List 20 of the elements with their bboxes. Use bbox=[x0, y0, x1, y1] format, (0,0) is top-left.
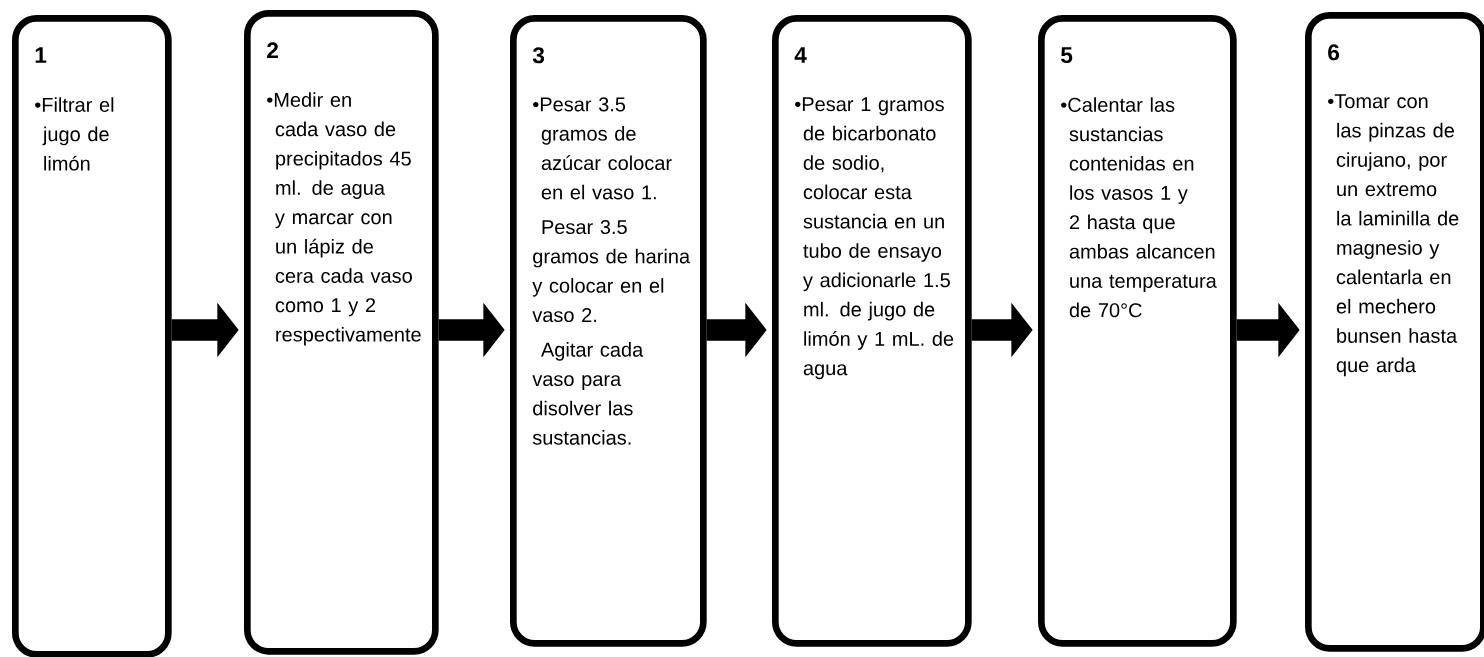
step-text: •Pesar 3.5 gramos de azúcar colocar en el vaso 1. bbox=[533, 97, 672, 200]
step-number: 2 bbox=[267, 42, 278, 59]
step-box bbox=[12, 15, 172, 657]
step-box bbox=[1305, 12, 1484, 652]
step-number: 5 bbox=[1060, 47, 1073, 64]
step-number: 1 bbox=[35, 47, 47, 63]
step-text: •Medir en cada vaso de precipitados 45 ml. de agua y marcar con un lápiz de cera cada vaso como 1 y 2 respectivamente bbox=[267, 92, 421, 346]
step-text: •Pesar 1 gramos de bicarbonato de sodio, colocar esta sustancia en un tubo de ensayo y adicionarle 1.5 ml. de jugo de limón y 1 mL. de agua bbox=[795, 97, 954, 380]
step-number: 6 bbox=[1328, 44, 1340, 61]
step-text: •Tomar con las pinzas de cirujano, por un extremo la laminilla de magnesio y calentarla en el mechero bunsen hasta que arda bbox=[1328, 94, 1459, 377]
step-box bbox=[244, 10, 439, 655]
step-number: 4 bbox=[794, 47, 807, 63]
step-text: Agitar cada vaso para disolver las sustancias. bbox=[532, 342, 644, 445]
step-number: 3 bbox=[532, 47, 545, 64]
step-text: Pesar 3.5 gramos de harina y colocar en el vaso 2. bbox=[532, 219, 691, 323]
step-box bbox=[1038, 15, 1237, 647]
step-text: •Calentar las sustancias contenidas en los vasos 1 y 2 hasta que ambas alcancen una temperatura de 70°C bbox=[1061, 97, 1217, 318]
step-box bbox=[772, 15, 972, 647]
step-text: •Filtrar el jugo de limón bbox=[35, 97, 114, 171]
step-box bbox=[510, 15, 707, 647]
